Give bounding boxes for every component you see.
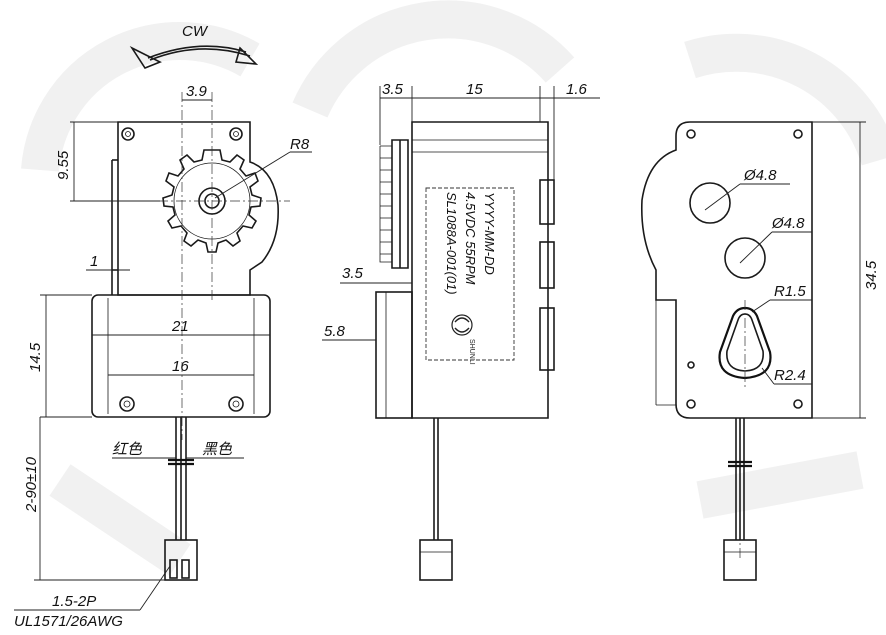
logo-text: SHUNLI <box>468 339 475 365</box>
mount-hole <box>119 396 135 412</box>
logo-icon <box>451 314 473 336</box>
dim-body-depth: 15 <box>466 81 483 98</box>
dim-hole-a: Ø4.8 <box>743 167 777 184</box>
mount-hole <box>793 129 803 139</box>
side-view: SL1088A-001(01) 4.5VDC 55RPM YYYY-MM-DD … <box>322 81 600 581</box>
front-connector <box>164 539 198 581</box>
dim-body-width: 21 <box>171 318 189 335</box>
mount-hole <box>793 399 803 409</box>
dim-plate-offset: 3.5 <box>342 265 364 282</box>
label-rating: 4.5VDC 55RPM <box>463 192 478 285</box>
cw-arrow-icon <box>129 45 259 69</box>
side-gearbox-body <box>411 121 549 419</box>
dim-base-offset: 5.8 <box>324 323 346 340</box>
dim-hole-spacing: 16 <box>172 358 189 375</box>
shaft-hole-a <box>689 182 731 224</box>
shaft-hole-b <box>724 237 766 279</box>
dim-slot-bottom-radius: R2.4 <box>774 367 806 384</box>
rotation-label: CW <box>182 23 209 40</box>
watermark <box>21 0 886 576</box>
dim-slot-top-radius: R1.5 <box>774 283 806 300</box>
wire-spec-label: UL1571/26AWG <box>14 613 123 630</box>
front-view: CW <box>14 23 312 630</box>
dim-gear-thickness: 3.5 <box>382 81 404 98</box>
mount-hole <box>121 127 135 141</box>
dim-plate-thickness: 1 <box>90 253 98 270</box>
label-date: YYYY-MM-DD <box>482 192 497 275</box>
mount-hole <box>686 399 696 409</box>
front-top-plate <box>117 121 279 296</box>
mount-hole <box>686 129 696 139</box>
mount-hole <box>687 361 695 369</box>
dim-body-height: 14.5 <box>27 342 44 372</box>
dim-gear-height: 9.55 <box>55 150 72 180</box>
wire-red-label: 红色 <box>112 441 143 458</box>
side-gear <box>391 139 409 269</box>
mount-hole <box>228 396 244 412</box>
back-housing <box>640 121 813 419</box>
dim-wire-length: 2-90±10 <box>23 456 40 513</box>
wire-black-label: 黑色 <box>202 441 233 458</box>
mount-hole <box>229 127 243 141</box>
side-connector <box>419 539 453 581</box>
dim-hole-b: Ø4.8 <box>771 215 805 232</box>
dim-shaft-offset: 3.9 <box>186 83 208 100</box>
dim-boss: 1.6 <box>566 81 588 98</box>
dim-total-height: 34.5 <box>863 260 880 290</box>
dim-gear-radius: R8 <box>290 136 310 153</box>
label-model: SL1088A-001(01) <box>444 192 459 295</box>
back-view: Ø4.8 Ø4.8 R1.5 R2.4 34.5 <box>640 121 880 581</box>
connector-label: 1.5-2P <box>52 593 96 610</box>
front-gearbox-body <box>91 294 271 418</box>
product-label <box>425 187 515 361</box>
back-connector <box>723 539 757 581</box>
